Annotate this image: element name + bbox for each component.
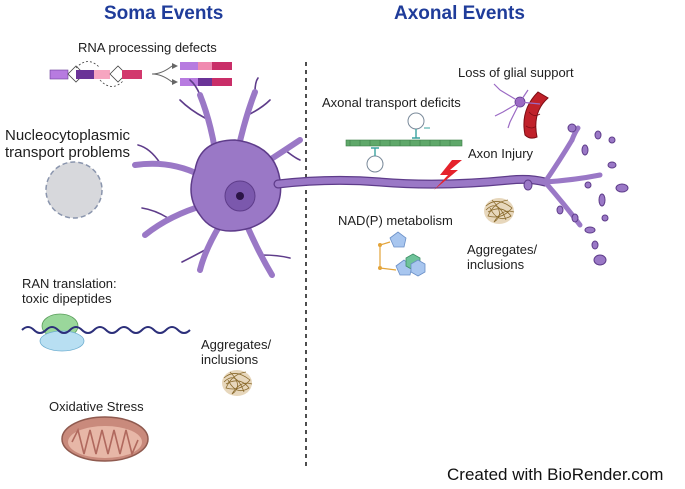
rna-processing-label: RNA processing defects: [78, 40, 217, 55]
neuron-icon: [132, 77, 629, 278]
axonal-transport-icon: [345, 112, 463, 173]
nadp-molecule-icon: [378, 231, 426, 277]
aggregates-soma-label: Aggregates/ inclusions: [201, 337, 272, 367]
mitochondrion-icon: [61, 416, 149, 462]
aggregates-axon-icon: [484, 198, 515, 224]
nucleus-circle-icon: [45, 161, 103, 219]
glial-vessel-icon: [493, 83, 549, 139]
ribosome-icon: [21, 313, 191, 352]
nucleocytoplasmic-label: Nucleocytoplasmic transport problems: [5, 127, 131, 162]
axon-injury-lightning-icon: [434, 160, 462, 190]
soma-events-header: Soma Events: [104, 3, 224, 24]
glial-support-label: Loss of glial support: [458, 65, 574, 80]
axon-injury-label: Axon Injury: [468, 146, 534, 161]
rna-processing-icon: [49, 61, 232, 87]
nadp-metabolism-label: NAD(P) metabolism: [338, 213, 453, 228]
oxidative-stress-label: Oxidative Stress: [49, 399, 144, 414]
axonal-events-header: Axonal Events: [394, 3, 525, 24]
axonal-transport-label: Axonal transport deficits: [322, 95, 461, 110]
biorender-credit: Created with BioRender.com: [447, 465, 664, 484]
aggregates-soma-icon: [222, 370, 253, 396]
aggregates-axon-label: Aggregates/ inclusions: [467, 242, 538, 272]
ran-translation-label: RAN translation: toxic dipeptides: [22, 276, 117, 306]
